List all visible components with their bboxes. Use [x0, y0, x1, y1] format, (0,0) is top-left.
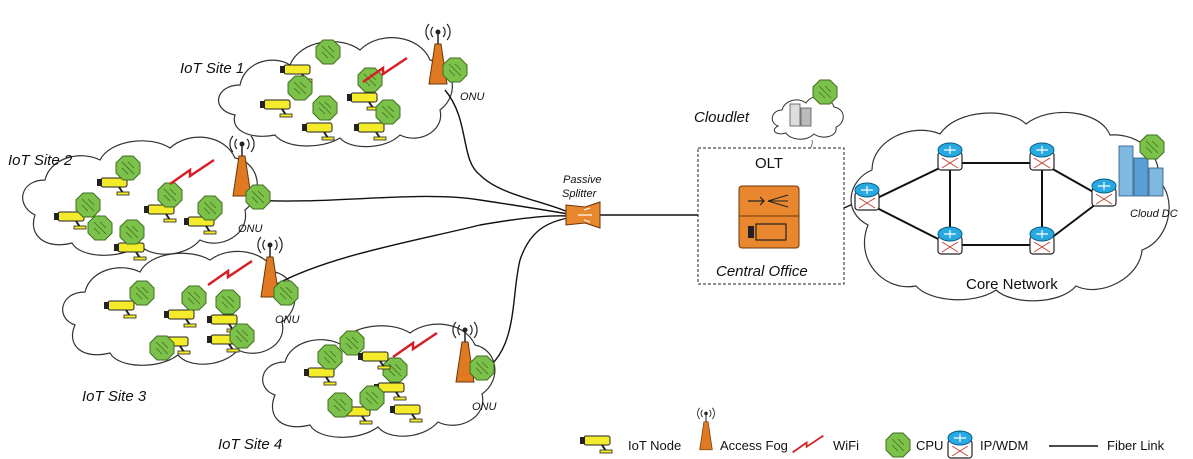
- central-office-label: Central Office: [716, 263, 808, 280]
- site-4-label: IoT Site 4: [218, 436, 282, 453]
- splitter-label-2: Splitter: [562, 188, 598, 200]
- core-network-cloud: [850, 111, 1170, 302]
- fiber-site4: [469, 217, 569, 379]
- legend-iot-node: IoT Node: [579, 435, 681, 454]
- cloud-dc-label: Cloud DC: [1130, 208, 1178, 220]
- onu-label-4: ONU: [472, 401, 497, 413]
- cloud-dc: [1118, 134, 1165, 197]
- legend-wifi: WiFi: [791, 434, 859, 454]
- core-network-label: Core Network: [966, 276, 1058, 293]
- site-2-label: IoT Site 2: [8, 152, 73, 169]
- legend-access-fog: Access Fog: [697, 407, 788, 453]
- legend-fiber-label: Fiber Link: [1107, 438, 1165, 453]
- olt-label: OLT: [755, 155, 783, 172]
- site-3-cloud: [62, 250, 296, 366]
- legend-fiber: Fiber Link: [1049, 438, 1165, 453]
- legend-cpu-label: CPU: [916, 438, 943, 453]
- onu-label-3: ONU: [275, 314, 300, 326]
- legend: IoT Node Access Fog WiFi CPU IP/WDM Fibe…: [579, 407, 1165, 459]
- legend-ipwdm-label: IP/WDM: [980, 438, 1028, 453]
- legend-wifi-label: WiFi: [833, 438, 859, 453]
- legend-ipwdm: IP/WDM: [947, 430, 1028, 459]
- legend-cpu: CPU: [885, 432, 943, 458]
- fiber-site3: [274, 215, 569, 286]
- legend-access-fog-label: Access Fog: [720, 438, 788, 453]
- onu-label-2: ONU: [238, 223, 263, 235]
- passive-splitter: [565, 201, 601, 229]
- fiber-site1: [444, 89, 569, 213]
- fiber-site2: [247, 195, 569, 215]
- cloudlet-label: Cloudlet: [694, 109, 750, 126]
- legend-iot-node-label: IoT Node: [628, 438, 681, 453]
- site-1-label: IoT Site 1: [180, 60, 244, 77]
- olt-icon: [738, 185, 800, 249]
- onu-label-1: ONU: [460, 91, 485, 103]
- fiber-links: [247, 89, 698, 379]
- splitter-label-1: Passive: [563, 174, 602, 186]
- site-3-label: IoT Site 3: [82, 388, 147, 405]
